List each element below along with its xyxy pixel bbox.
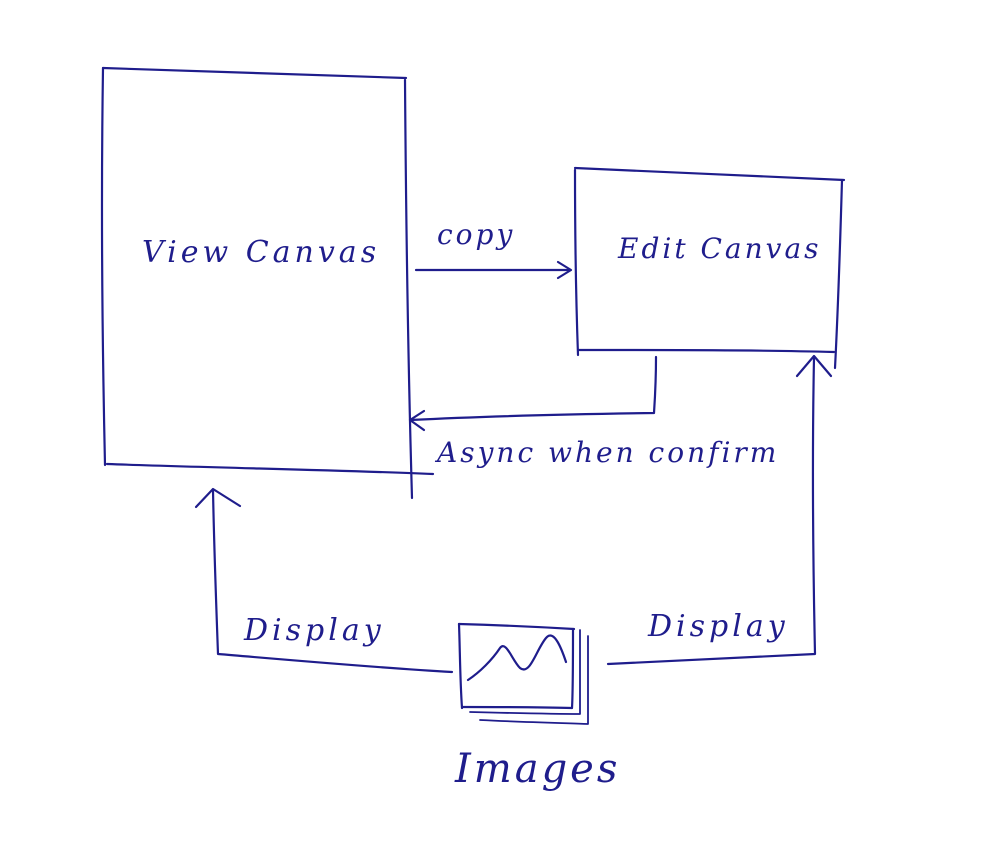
view-canvas-box: View Canvas <box>100 66 435 500</box>
display-left-label: Display <box>243 613 385 648</box>
copy-label: copy <box>437 218 515 251</box>
display-left-arrow: Display <box>194 487 454 674</box>
display-right-label: Display <box>647 609 789 644</box>
display-right-arrow: Display <box>606 354 833 666</box>
async-label: Async when confirm <box>434 436 779 469</box>
view-canvas-label: View Canvas <box>142 235 380 270</box>
copy-arrow: copy <box>414 218 573 280</box>
async-arrow: Async when confirm <box>408 355 779 469</box>
edit-canvas-box: Edit Canvas <box>573 166 846 370</box>
images-stack-icon: Images <box>454 622 620 792</box>
edit-canvas-label: Edit Canvas <box>617 232 822 265</box>
images-label: Images <box>454 746 620 792</box>
